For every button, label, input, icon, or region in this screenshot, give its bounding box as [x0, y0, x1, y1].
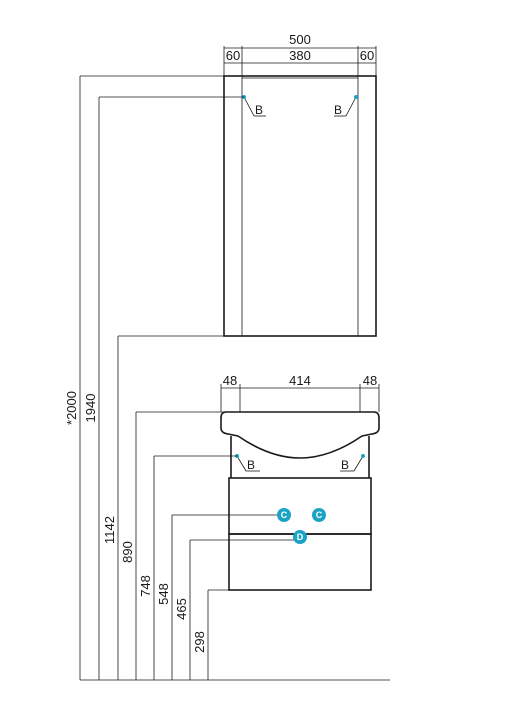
- dim-mid-middle-414: 414: [289, 373, 311, 388]
- height-label-298: 298: [192, 631, 207, 653]
- marker-d-label: D: [297, 532, 304, 542]
- sink-top: [220, 411, 380, 459]
- marker-c-left: [277, 508, 291, 522]
- vanity-unit: [220, 411, 380, 591]
- dim-mid-right-48: 48: [363, 373, 377, 388]
- hinge-mark-top-right: [345, 96, 357, 117]
- marker-c-left-label: C: [281, 510, 288, 520]
- mirror-cabinet: [223, 75, 377, 337]
- height-label-890: 890: [120, 541, 135, 563]
- upper-drawer: [228, 477, 372, 535]
- dim-mid-left-48: 48: [223, 373, 237, 388]
- dim-middle-380: 380: [289, 48, 311, 63]
- hinge-label-top-left: B: [255, 103, 263, 117]
- marker-c-right-label: C: [316, 510, 323, 520]
- height-label-748: 748: [138, 575, 153, 597]
- height-label-1142: 1142: [102, 516, 117, 544]
- hinge-label-mid-left: B: [247, 458, 255, 472]
- height-label-1940: 1940: [83, 394, 98, 423]
- hinge-dot-mid-right: [361, 454, 365, 458]
- marker-c-right: [312, 508, 326, 522]
- hinge-mark-mid-right: [353, 455, 364, 472]
- hinge-dot-top-right: [354, 95, 358, 99]
- hinge-mark-mid-left: [236, 455, 247, 472]
- hinge-label-top-right: B: [334, 103, 342, 117]
- dim-total-width: 500: [289, 32, 311, 47]
- height-label-2000: *2000: [64, 391, 79, 425]
- height-label-465: 465: [174, 598, 189, 620]
- dim-left-60: 60: [226, 48, 240, 63]
- hinge-mark-top-left: [243, 96, 255, 117]
- hinge-label-mid-right: B: [341, 458, 349, 472]
- marker-d: [293, 530, 307, 544]
- dim-right-60: 60: [360, 48, 374, 63]
- height-label-548: 548: [156, 583, 171, 605]
- mirror-cabinet-frame: [223, 75, 377, 337]
